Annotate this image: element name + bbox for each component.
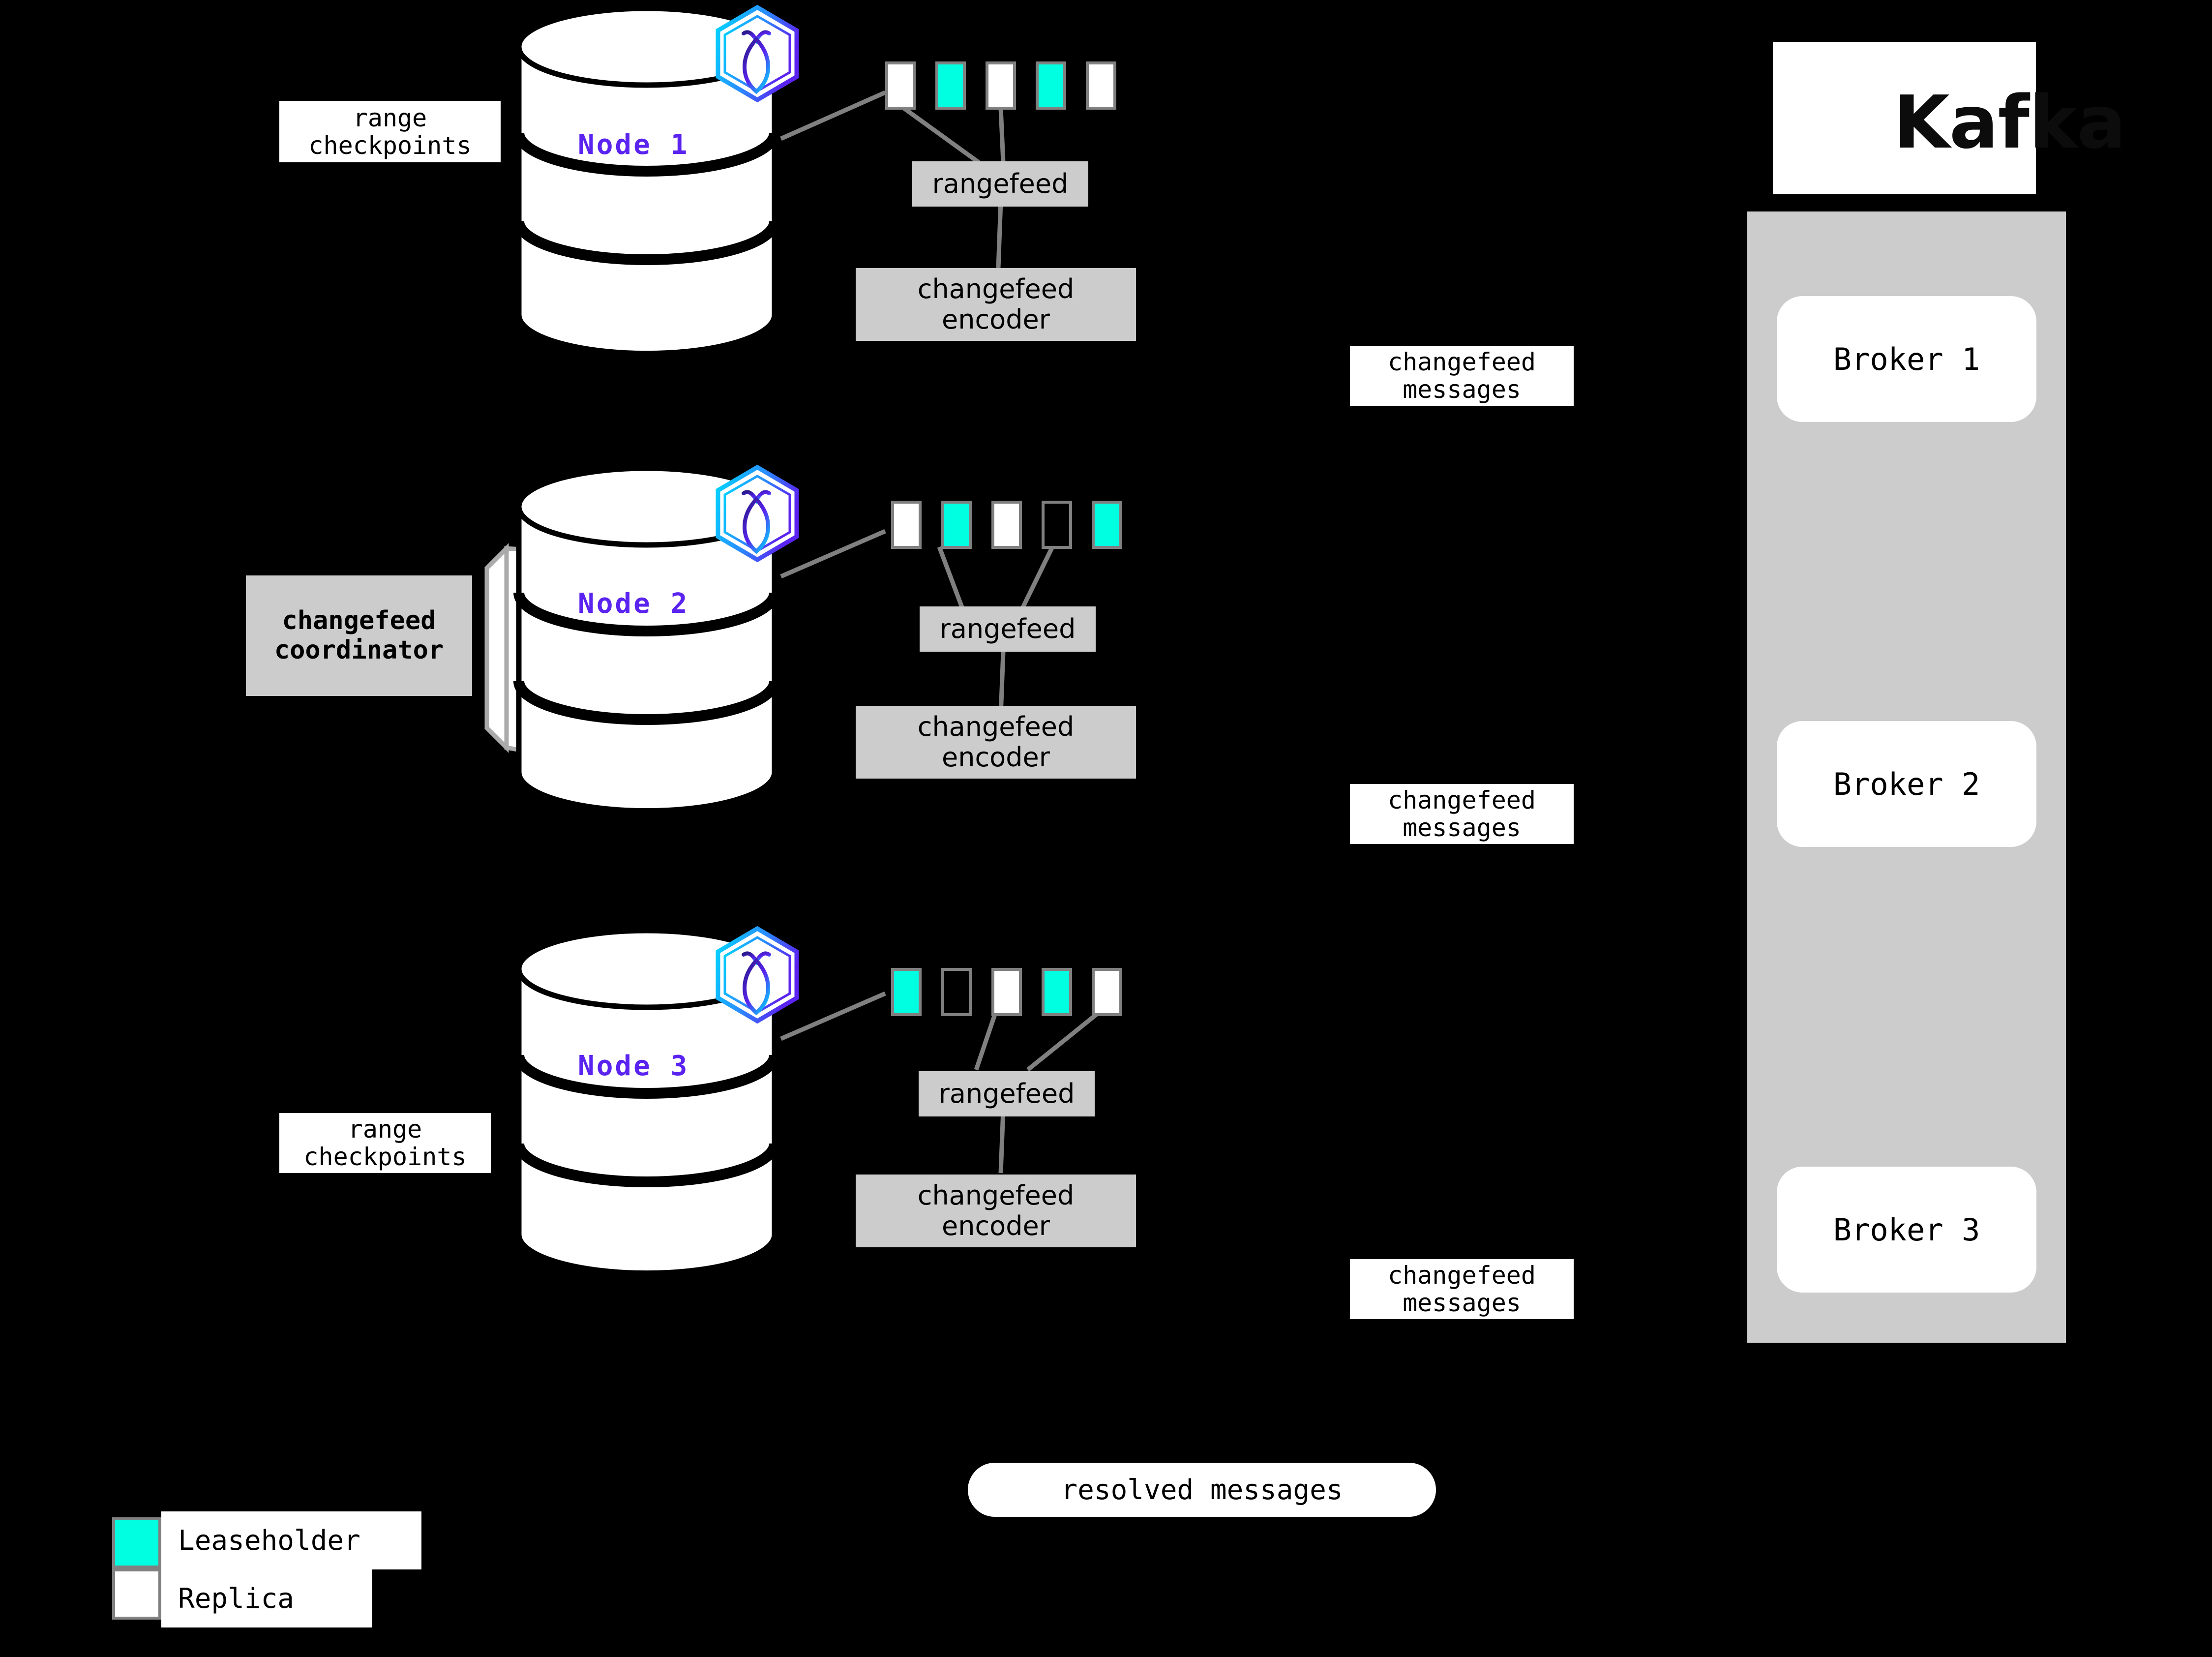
node-label-3: Node 3 (578, 1050, 689, 1082)
broker-box-3[interactable]: Broker 3 (1777, 1167, 2036, 1293)
rangefeed-box-2: rangefeed (920, 606, 1096, 652)
range-cell-replica[interactable] (986, 61, 1016, 110)
rangefeed-box-1: rangefeed (912, 161, 1088, 207)
legend-label-leaseholder: Leaseholder (161, 1511, 421, 1569)
changefeed-encoder-box-1: changefeed encoder (856, 268, 1136, 341)
changefeed-coordinator-box: changefeed coordinator (246, 575, 472, 696)
range-cell-leaseholder[interactable] (935, 61, 966, 110)
range-cell-replica[interactable] (885, 61, 916, 110)
range-cell-leaseholder[interactable] (1042, 968, 1072, 1016)
node-cylinder-2 (513, 465, 780, 814)
broker-box-1[interactable]: Broker 1 (1777, 296, 2036, 422)
range-cell-replica[interactable] (991, 968, 1022, 1016)
node-label-2: Node 2 (578, 588, 689, 620)
resolved-messages-pill: resolved messages (968, 1463, 1436, 1517)
changefeed-messages-label-3: changefeed messages (1350, 1259, 1574, 1319)
range-cell-replica[interactable] (1086, 61, 1116, 110)
cockroachdb-hexagon-icon-2 (716, 464, 799, 563)
range-cell-replica[interactable] (991, 501, 1022, 549)
range-checkpoints-label-3: range checkpoints (279, 1113, 491, 1173)
node-label-1: Node 1 (578, 129, 689, 161)
legend-label-replica: Replica (161, 1569, 372, 1627)
cockroachdb-hexagon-icon-3 (716, 926, 799, 1024)
broker-box-2[interactable]: Broker 2 (1777, 721, 2036, 847)
kafka-wordmark: Kafka (1893, 80, 2126, 165)
range-cell-empty[interactable] (941, 968, 972, 1016)
range-cell-leaseholder[interactable] (891, 968, 922, 1016)
range-cell-leaseholder[interactable] (1036, 61, 1066, 110)
range-checkpoints-label-1: range checkpoints (279, 101, 501, 162)
cockroachdb-hexagon-icon-1 (716, 4, 799, 103)
legend-swatch-replica (112, 1568, 161, 1620)
range-cell-replica[interactable] (1092, 968, 1122, 1016)
changefeed-encoder-box-2: changefeed encoder (856, 706, 1136, 779)
changefeed-encoder-box-3: changefeed encoder (856, 1175, 1136, 1247)
node-cylinder-3 (513, 928, 780, 1276)
legend-swatch-leaseholder (112, 1517, 161, 1568)
range-cell-empty[interactable] (1042, 501, 1072, 549)
kafka-logo-card: Kafka (1773, 42, 2126, 194)
range-cell-leaseholder[interactable] (1092, 501, 1122, 549)
range-cell-leaseholder[interactable] (941, 501, 972, 549)
node-cylinder-1 (513, 5, 780, 357)
coordinator-wedge (484, 543, 531, 754)
kafka-broker-panel: Broker 1 Broker 2 Broker 3 (1747, 211, 2066, 1343)
changefeed-messages-label-1: changefeed messages (1350, 346, 1574, 406)
changefeed-messages-label-2: changefeed messages (1350, 784, 1574, 844)
range-cell-replica[interactable] (891, 501, 922, 549)
rangefeed-box-3: rangefeed (919, 1071, 1095, 1116)
